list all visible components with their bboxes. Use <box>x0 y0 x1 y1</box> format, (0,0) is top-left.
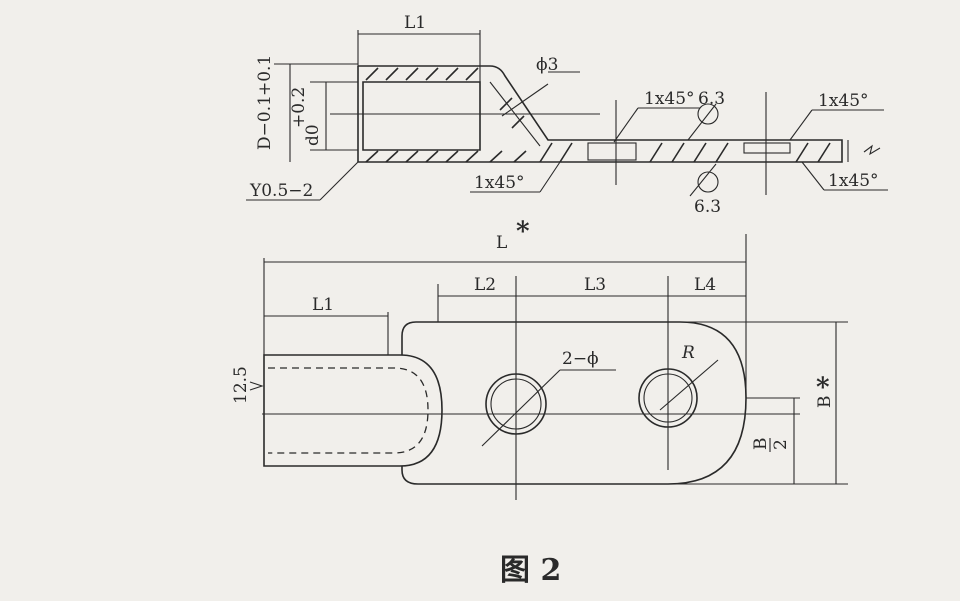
chamfer-top-mid-leader <box>613 107 639 143</box>
tol-inner-upper: +0.2 <box>289 87 309 128</box>
figure-caption: 图 2 <box>500 553 561 588</box>
top-l1-label: L1 <box>312 295 334 315</box>
total-length-mark: * <box>516 217 530 247</box>
phi3-label: ϕ3 <box>536 55 558 75</box>
barrel-inner-hidden <box>268 367 429 454</box>
roughness-bottom-circle <box>697 171 719 193</box>
hole-section-2 <box>743 142 791 154</box>
phi3-leader <box>501 83 549 117</box>
tol-inner-label: d0 <box>303 124 323 146</box>
section-hatching-top <box>365 67 525 129</box>
chamfer-top-right-leader <box>789 109 813 141</box>
top-view: L * L1 L2 L3 L4 2−ϕ R B * B 2 12.5 <box>231 217 848 500</box>
tol-outer-upper: +0.1 <box>255 55 275 96</box>
l2-label: L2 <box>474 275 496 295</box>
total-length-label: L <box>496 233 507 253</box>
section-hatching-bottom <box>365 142 831 163</box>
palm-outline <box>401 321 747 485</box>
roughness-top-leader <box>687 103 717 141</box>
barrel-dim-arrow <box>249 381 264 391</box>
roughness-bottom-leader <box>689 163 717 197</box>
radius-leader <box>659 359 719 411</box>
half-width-denominator: 2 <box>771 439 791 450</box>
roughness-top-label: 6.3 <box>698 89 725 109</box>
barrel-dim-label: 12.5 <box>231 366 251 404</box>
width-label: B <box>815 396 835 409</box>
radius-label: R <box>681 343 695 363</box>
barrel-outline <box>263 354 443 467</box>
hole-section-1 <box>587 142 637 161</box>
roughness-top-circle <box>697 103 719 125</box>
surface-label-leader <box>319 161 359 201</box>
holes-label: 2−ϕ <box>562 349 599 369</box>
chamfer-bottom-mid-label: 1x45° <box>474 173 525 193</box>
half-width-numerator: B <box>751 438 771 451</box>
l3-label: L3 <box>584 275 606 295</box>
roughness-bottom-label: 6.3 <box>694 197 721 217</box>
chamfer-bottom-right-label: 1x45° <box>828 171 879 191</box>
chamfer-top-right-label: 1x45° <box>818 91 869 111</box>
side-view: L1 ϕ3 1x45° 6.3 1x45° 1x45° 6.3 1x45° Y0… <box>246 13 888 217</box>
break-symbol <box>863 144 881 156</box>
holes-leader <box>481 369 561 447</box>
l4-label: L4 <box>694 275 716 295</box>
barrel-outer-outline <box>358 65 843 163</box>
width-mark: * <box>816 373 830 403</box>
palm-corner-top <box>401 321 417 355</box>
chamfer-top-mid-label: 1x45° <box>644 89 695 109</box>
side-l1-label: L1 <box>404 13 426 33</box>
tol-outer-label: D−0.1 <box>255 95 275 150</box>
chamfer-bottom-mid-leader <box>539 161 561 193</box>
surface-label: Y0.5−2 <box>249 181 313 201</box>
chamfer-bottom-right-leader <box>801 161 825 191</box>
barrel-inner-outline <box>362 81 481 151</box>
